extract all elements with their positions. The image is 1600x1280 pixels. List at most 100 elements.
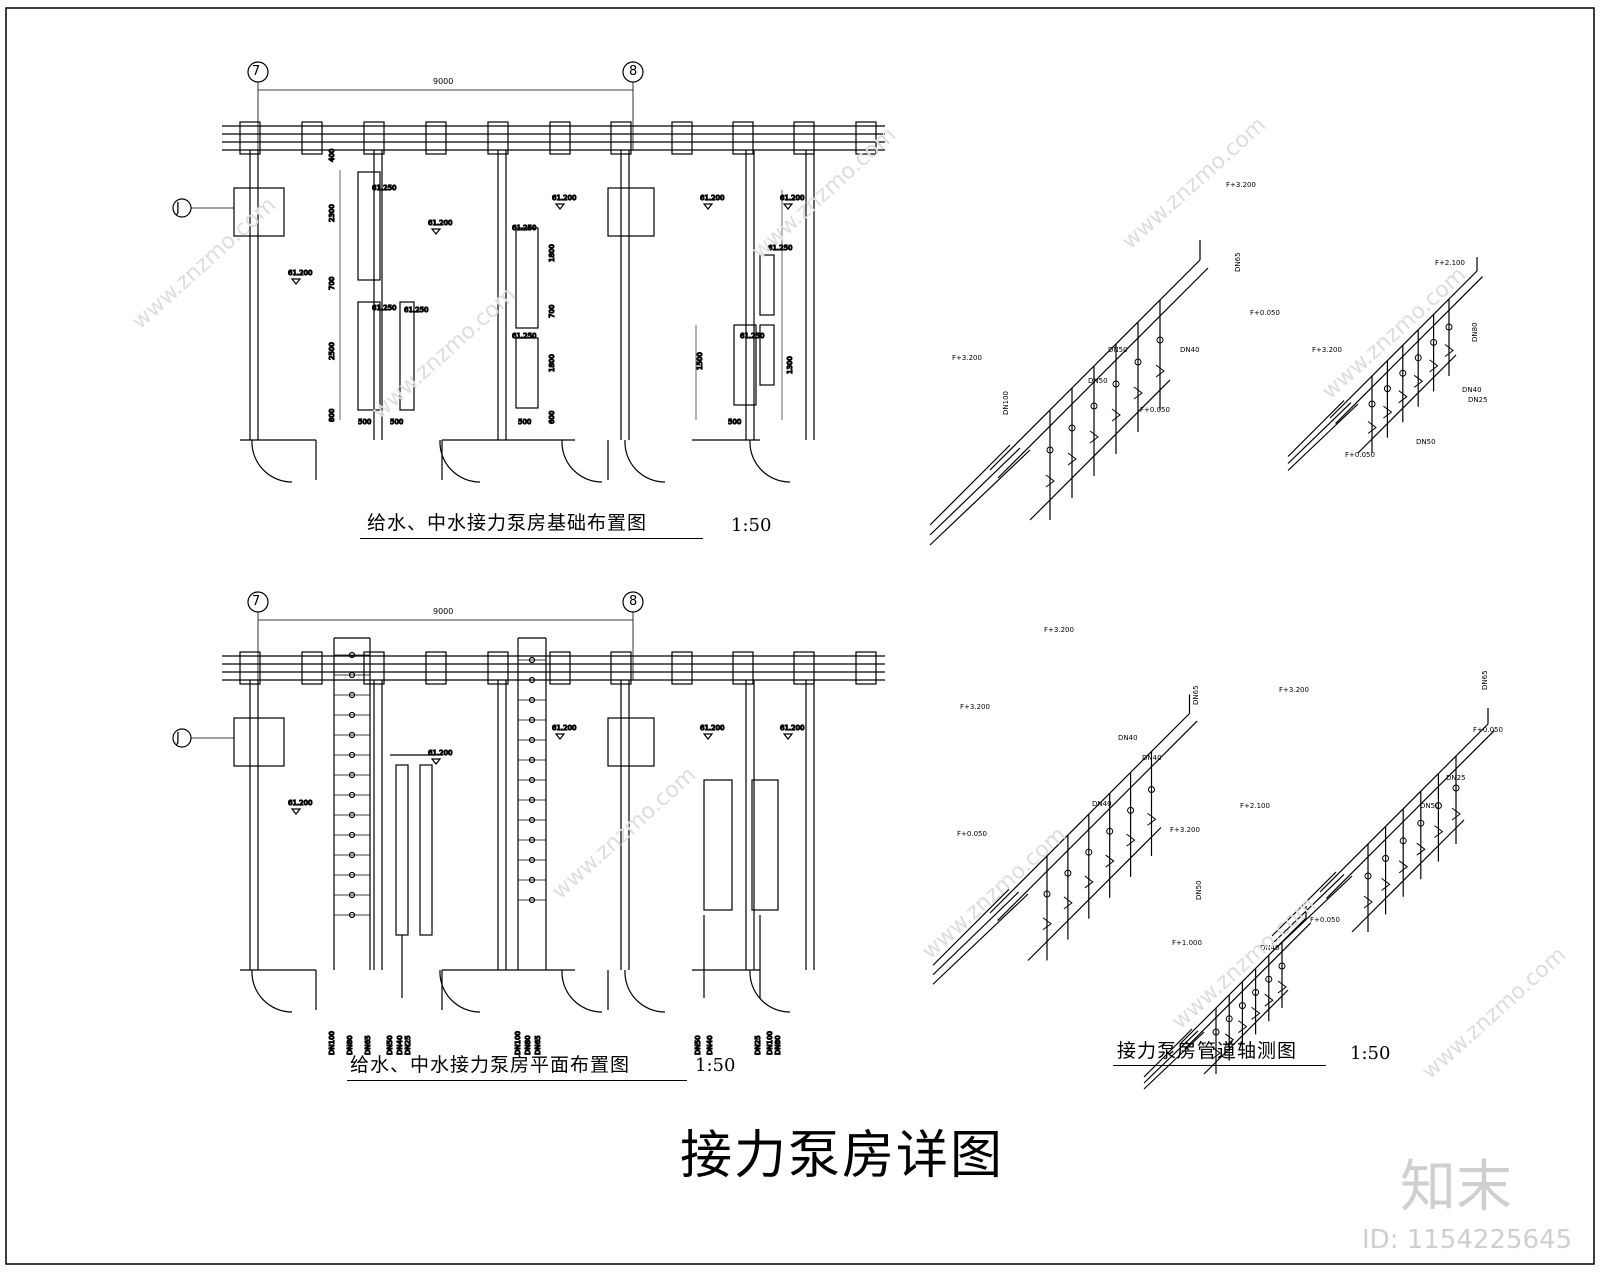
check-valve-symbol bbox=[1147, 812, 1157, 826]
dimension-text: 1300 bbox=[786, 356, 794, 374]
valve-symbol bbox=[348, 791, 356, 799]
elevation-triangle bbox=[430, 758, 442, 765]
axo-elevation-label: F+0.050 bbox=[957, 830, 987, 838]
axo-pipe-size-label: DN40 bbox=[1118, 734, 1138, 742]
lower-diagonal-pipe bbox=[1027, 827, 1162, 961]
valve-symbol bbox=[1127, 806, 1135, 814]
valve-symbol bbox=[348, 771, 356, 779]
axo-pipe-size-label: DN40 bbox=[1142, 754, 1162, 762]
axo-system-small-right bbox=[1271, 708, 1495, 953]
pipe-size-label: DN65 bbox=[364, 1035, 372, 1055]
valve-symbol bbox=[528, 716, 536, 724]
column-block bbox=[233, 717, 285, 767]
layout-plan-caption: 给水、中水接力泵房平面布置图 bbox=[350, 1054, 631, 1076]
dimension-text: 1800 bbox=[548, 244, 556, 262]
sheet-border bbox=[5, 7, 1595, 1265]
lower-diagonal-pipe bbox=[1351, 819, 1465, 933]
elevation-mark: 61.250 bbox=[512, 224, 537, 232]
valve-symbol bbox=[348, 751, 356, 759]
check-valve-symbol bbox=[1451, 807, 1461, 821]
valve-symbol bbox=[1085, 848, 1093, 856]
check-valve-symbol bbox=[1063, 896, 1073, 910]
inlet-pipe bbox=[1271, 873, 1345, 945]
valve-symbol bbox=[348, 691, 356, 699]
pipe-size-label: DN65 bbox=[534, 1035, 542, 1055]
axo-pipe-size-label: DN40 bbox=[1092, 800, 1112, 808]
door-swing bbox=[749, 439, 791, 483]
axo-elevation-label: F+3.200 bbox=[1170, 826, 1200, 834]
column-stub bbox=[732, 651, 754, 685]
valve-symbol bbox=[528, 736, 536, 744]
axo-elevation-label: F+3.200 bbox=[1226, 181, 1256, 189]
inlet-pipe bbox=[929, 449, 1031, 546]
valve-symbol bbox=[1212, 1028, 1220, 1036]
pump-foundation bbox=[357, 301, 381, 411]
elevation-mark: 61.200 bbox=[700, 724, 725, 732]
valve-symbol bbox=[1414, 354, 1422, 362]
pump-foundation bbox=[733, 324, 757, 406]
check-valve-symbol bbox=[1089, 430, 1099, 444]
watermark-site-text: www.znzmo.com bbox=[1417, 942, 1571, 1084]
column-block bbox=[233, 187, 285, 237]
check-valve-symbol bbox=[1211, 1046, 1221, 1060]
dimension-text: 1800 bbox=[548, 354, 556, 372]
inlet-pipe bbox=[929, 447, 1021, 536]
valve-symbol bbox=[1148, 786, 1155, 793]
column-stub bbox=[301, 121, 323, 155]
valve-symbol bbox=[1383, 385, 1391, 393]
lower-diagonal-pipe bbox=[1029, 379, 1171, 521]
watermark-site-text: www.znzmo.com bbox=[1167, 892, 1321, 1034]
elevation-mark: 61.200 bbox=[428, 749, 453, 757]
elevation-triangle bbox=[554, 203, 566, 210]
check-valve-symbol bbox=[1367, 421, 1377, 434]
inlet-pipe bbox=[932, 893, 1029, 985]
column-stub bbox=[793, 651, 815, 685]
main-diagonal-pipe bbox=[1329, 270, 1478, 419]
pump-foundation bbox=[759, 324, 775, 386]
column-stub bbox=[363, 651, 385, 685]
pump-foundation bbox=[515, 337, 539, 409]
axonometric-drawing bbox=[929, 240, 1495, 1090]
valve-symbol bbox=[348, 891, 356, 899]
valve-symbol bbox=[348, 831, 356, 839]
check-valve-symbol bbox=[1383, 405, 1393, 419]
inlet-pipe bbox=[1143, 1030, 1199, 1084]
pump-set bbox=[703, 779, 733, 911]
valve-symbol bbox=[1064, 869, 1072, 877]
column-stub bbox=[425, 121, 447, 155]
dimension-text: 500 bbox=[358, 418, 371, 426]
axis-label-j-bottom: J bbox=[176, 731, 180, 746]
axo-pipe-size-label: DN40 bbox=[1462, 386, 1482, 394]
pump-foundation bbox=[399, 301, 415, 411]
elevation-mark: 61.200 bbox=[428, 219, 453, 227]
valve-symbol bbox=[1043, 890, 1051, 898]
elevation-mark: 61.250 bbox=[404, 306, 429, 314]
foundation-plan-scale: 1:50 bbox=[731, 515, 772, 536]
check-valve-symbol bbox=[1105, 854, 1115, 868]
inlet-pipe bbox=[1287, 403, 1359, 471]
inlet-pipe bbox=[1287, 400, 1345, 457]
layout-plan-scale: 1:50 bbox=[695, 1055, 736, 1076]
drawing-title: 接力泵房详图 bbox=[680, 1126, 1005, 1186]
check-valve-symbol bbox=[1224, 1033, 1235, 1047]
valve-symbol bbox=[1238, 1002, 1246, 1010]
axo-pipe-size-label: DN40 bbox=[1260, 944, 1280, 952]
watermark-site-text: www.znzmo.com bbox=[747, 122, 901, 264]
axis-label-7-bottom: 7 bbox=[252, 594, 261, 609]
column-stub bbox=[671, 121, 693, 155]
valve-symbol bbox=[1368, 400, 1376, 408]
elevation-mark: 61.200 bbox=[552, 194, 577, 202]
pump-foundation bbox=[357, 171, 381, 281]
elevation-mark: 61.200 bbox=[700, 194, 725, 202]
pipe-size-label: DN25 bbox=[404, 1035, 412, 1055]
door-swing bbox=[561, 439, 603, 483]
check-valve-symbol bbox=[1264, 993, 1274, 1007]
axonometric-scale: 1:50 bbox=[1350, 1043, 1391, 1064]
main-diagonal-pipe bbox=[1335, 276, 1484, 425]
axo-elevation-label: F+3.200 bbox=[952, 354, 982, 362]
span-dimension-bottom: 9000 bbox=[433, 607, 454, 616]
check-valve-symbol bbox=[1413, 374, 1424, 388]
annotations: F+3.200F+0.050F+0.050F+3.200F+3.200F+0.0… bbox=[127, 112, 1571, 1084]
